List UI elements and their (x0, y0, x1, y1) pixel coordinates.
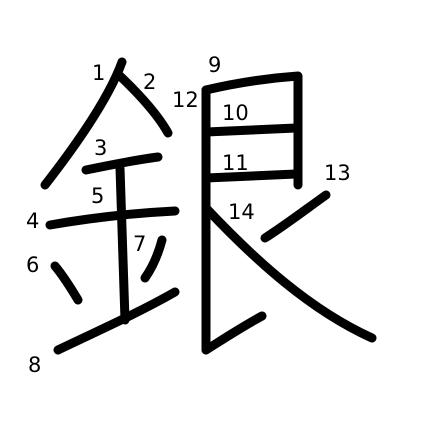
character-strokes (40, 57, 377, 355)
stroke-10 (201, 123, 301, 137)
stroke-5 (115, 163, 130, 325)
stroke-number-5: 5 (91, 184, 104, 208)
stroke-4 (45, 206, 180, 230)
stroke-number-9: 9 (208, 53, 221, 77)
stroke-2 (115, 71, 173, 138)
stroke-3 (81, 152, 163, 175)
stroke-number-3: 3 (94, 136, 107, 160)
stroke-number-labels: 1 2 3 4 5 6 7 8 9 10 11 12 13 14 (26, 53, 351, 377)
stroke-number-4: 4 (26, 209, 39, 233)
stroke-number-1: 1 (92, 61, 105, 85)
stroke-number-10: 10 (222, 101, 249, 125)
stroke-number-12: 12 (172, 88, 199, 112)
stroke-number-11: 11 (222, 151, 249, 175)
stroke-7 (140, 235, 167, 283)
stroke-10-11-frame (201, 71, 303, 190)
stroke-number-8: 8 (28, 353, 41, 377)
stroke-8 (53, 287, 180, 355)
stroke-number-13: 13 (324, 161, 351, 185)
stroke-number-2: 2 (143, 70, 156, 94)
stroke-number-7: 7 (133, 232, 146, 256)
stroke-13 (260, 190, 331, 243)
stroke-12 (201, 311, 267, 355)
stroke-6 (50, 261, 83, 305)
stroke-number-6: 6 (26, 253, 39, 277)
stroke-14 (201, 203, 377, 343)
stroke-11 (201, 169, 301, 183)
stroke-number-14: 14 (228, 200, 255, 224)
